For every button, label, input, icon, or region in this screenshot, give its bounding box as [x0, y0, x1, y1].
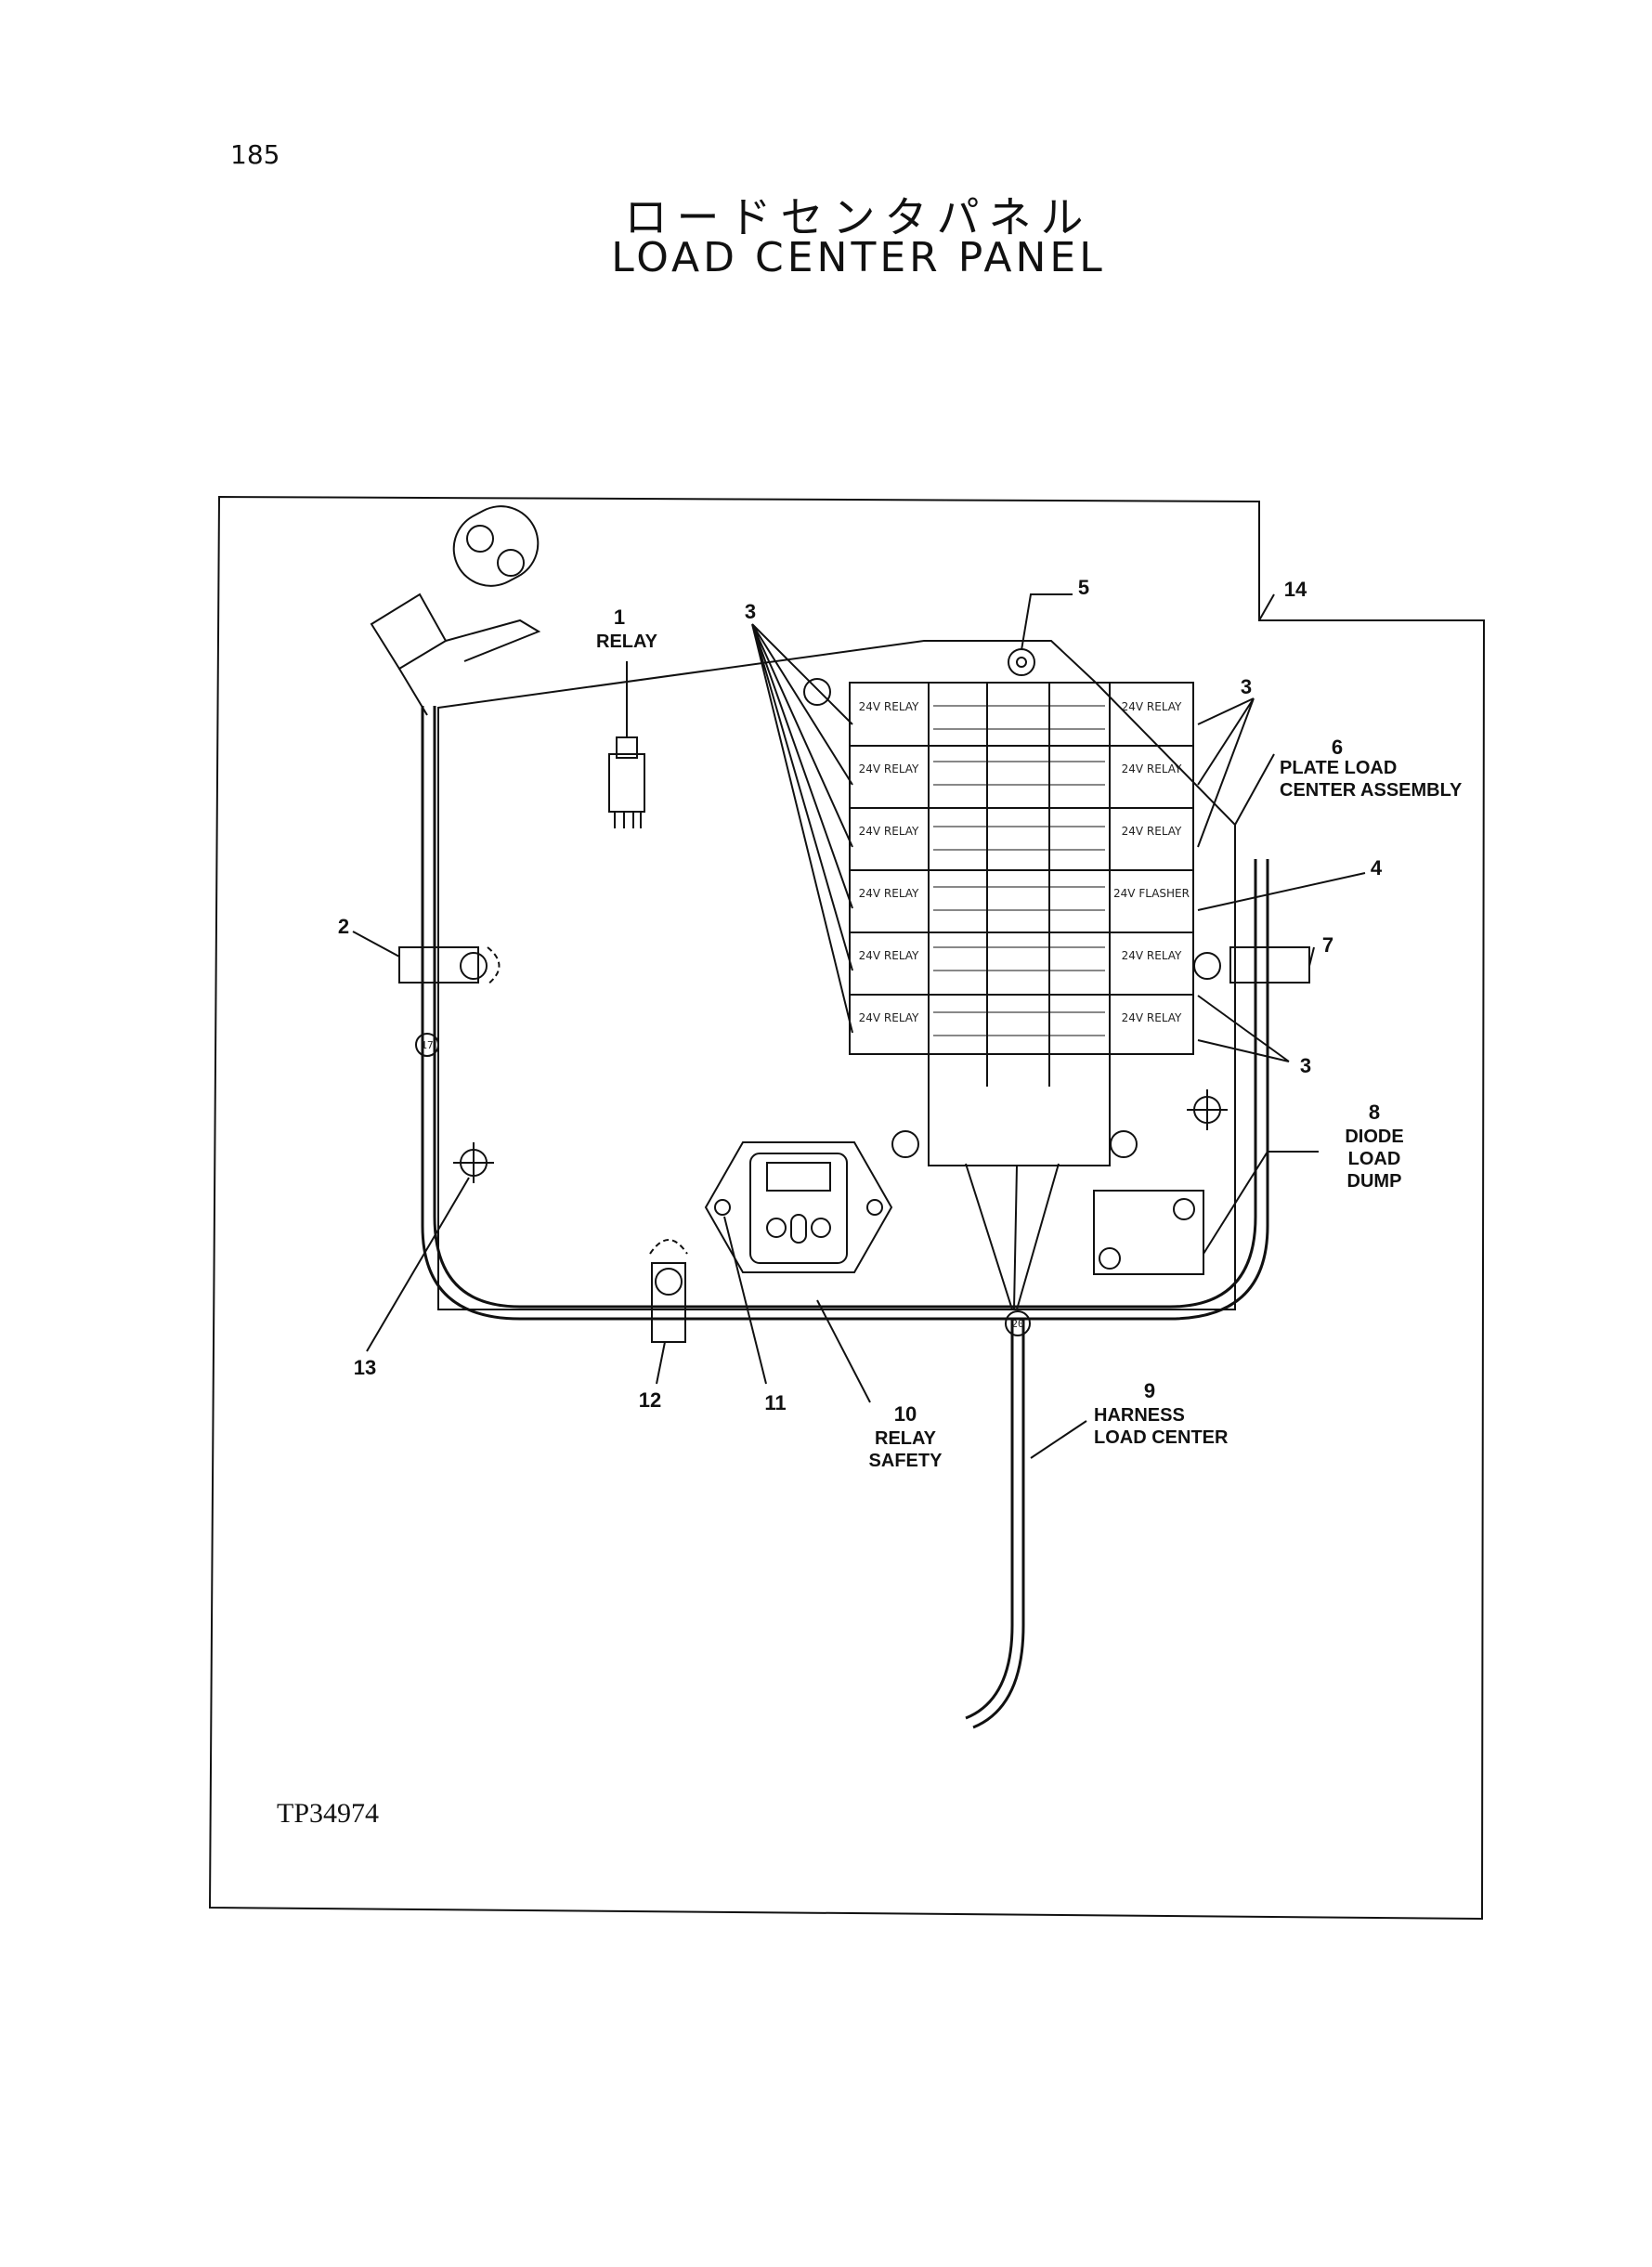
relay-safety-icon: [704, 1141, 893, 1273]
harness-marker-17: 17: [415, 1033, 439, 1057]
harness-loop: [421, 706, 1269, 1729]
callout-14-number: 14: [1284, 578, 1307, 601]
relay-label: 24V RELAY: [1122, 1011, 1182, 1024]
relay-label: 24V RELAY: [859, 825, 919, 838]
callout-4-number: 4: [1371, 856, 1383, 879]
clamp-12-icon: [649, 1239, 688, 1343]
callout-1-number: 1: [614, 606, 625, 629]
callout-1-label: RELAY: [596, 632, 658, 652]
callout-8-label: DIODE: [1345, 1127, 1403, 1147]
harness-marker-20: 20: [1005, 1310, 1031, 1336]
panel-plate: [437, 640, 1236, 1310]
clamp-7-icon: [1193, 946, 1310, 984]
callout-10-number: 10: [894, 1402, 917, 1426]
callout-13-number: 13: [354, 1356, 376, 1379]
relay-label: 24V RELAY: [859, 700, 919, 713]
mounting-hole-icon: [453, 1089, 1228, 1183]
callouts: 1 RELAY 2 3 3 3 4 5 6 PLATE LOAD CENTER …: [277, 576, 1463, 1829]
callout-8-label: DUMP: [1347, 1171, 1402, 1192]
callout-6-label: PLATE LOAD: [1280, 758, 1397, 778]
drawing-frame: [208, 495, 1486, 1921]
callout-9-label: HARNESS: [1094, 1405, 1185, 1426]
callout-3-number: 3: [745, 600, 756, 623]
relay-label: 24V RELAY: [1122, 700, 1182, 713]
callout-12-number: 12: [639, 1388, 661, 1412]
drawing-code: TP34974: [277, 1798, 379, 1829]
callout-6-label: CENTER ASSEMBLY: [1280, 780, 1463, 801]
relay-labels-left: 24V RELAY 24V RELAY 24V RELAY 24V RELAY …: [859, 700, 919, 1024]
callout-5-number: 5: [1078, 576, 1089, 599]
relay-label: 24V RELAY: [859, 762, 919, 775]
callout-10-label: SAFETY: [869, 1451, 943, 1471]
connector-plug-icon: [370, 505, 541, 716]
callout-8-label: LOAD: [1348, 1149, 1401, 1169]
callout-9-number: 9: [1144, 1379, 1155, 1402]
clamp-2-icon: [398, 946, 501, 985]
relay-label: 24V RELAY: [1122, 762, 1182, 775]
relay-label: 24V RELAY: [1122, 949, 1182, 962]
fuse-box: [803, 648, 1194, 1166]
title-japanese: ロードセンタパネル: [624, 192, 1093, 242]
callout-3-number: 3: [1300, 1054, 1311, 1077]
callout-10-label: RELAY: [875, 1428, 937, 1449]
callout-8-number: 8: [1369, 1101, 1380, 1124]
diode-load-dump-icon: [1093, 1190, 1204, 1275]
relay-icon: [608, 736, 645, 828]
callout-9-label: LOAD CENTER: [1094, 1427, 1229, 1448]
svg-text:20: 20: [1011, 1318, 1023, 1330]
relay-labels-right: 24V RELAY 24V RELAY 24V RELAY 24V FLASHE…: [1113, 700, 1190, 1024]
callout-11-number: 11: [764, 1391, 786, 1414]
callout-3-number: 3: [1241, 675, 1252, 698]
relay-label: 24V RELAY: [859, 949, 919, 962]
callout-7-number: 7: [1322, 933, 1333, 957]
relay-label: 24V RELAY: [859, 887, 919, 900]
svg-text:17: 17: [421, 1039, 433, 1051]
relay-label: 24V RELAY: [1122, 825, 1182, 838]
callout-2-number: 2: [338, 915, 349, 938]
title-english: LOAD CENTER PANEL: [611, 234, 1106, 281]
callout-6-number: 6: [1332, 736, 1343, 759]
relay-label: 24V RELAY: [859, 1011, 919, 1024]
relay-label: 24V FLASHER: [1113, 887, 1190, 900]
page-number: 185: [230, 139, 280, 170]
leader-lines: [352, 593, 1366, 1459]
